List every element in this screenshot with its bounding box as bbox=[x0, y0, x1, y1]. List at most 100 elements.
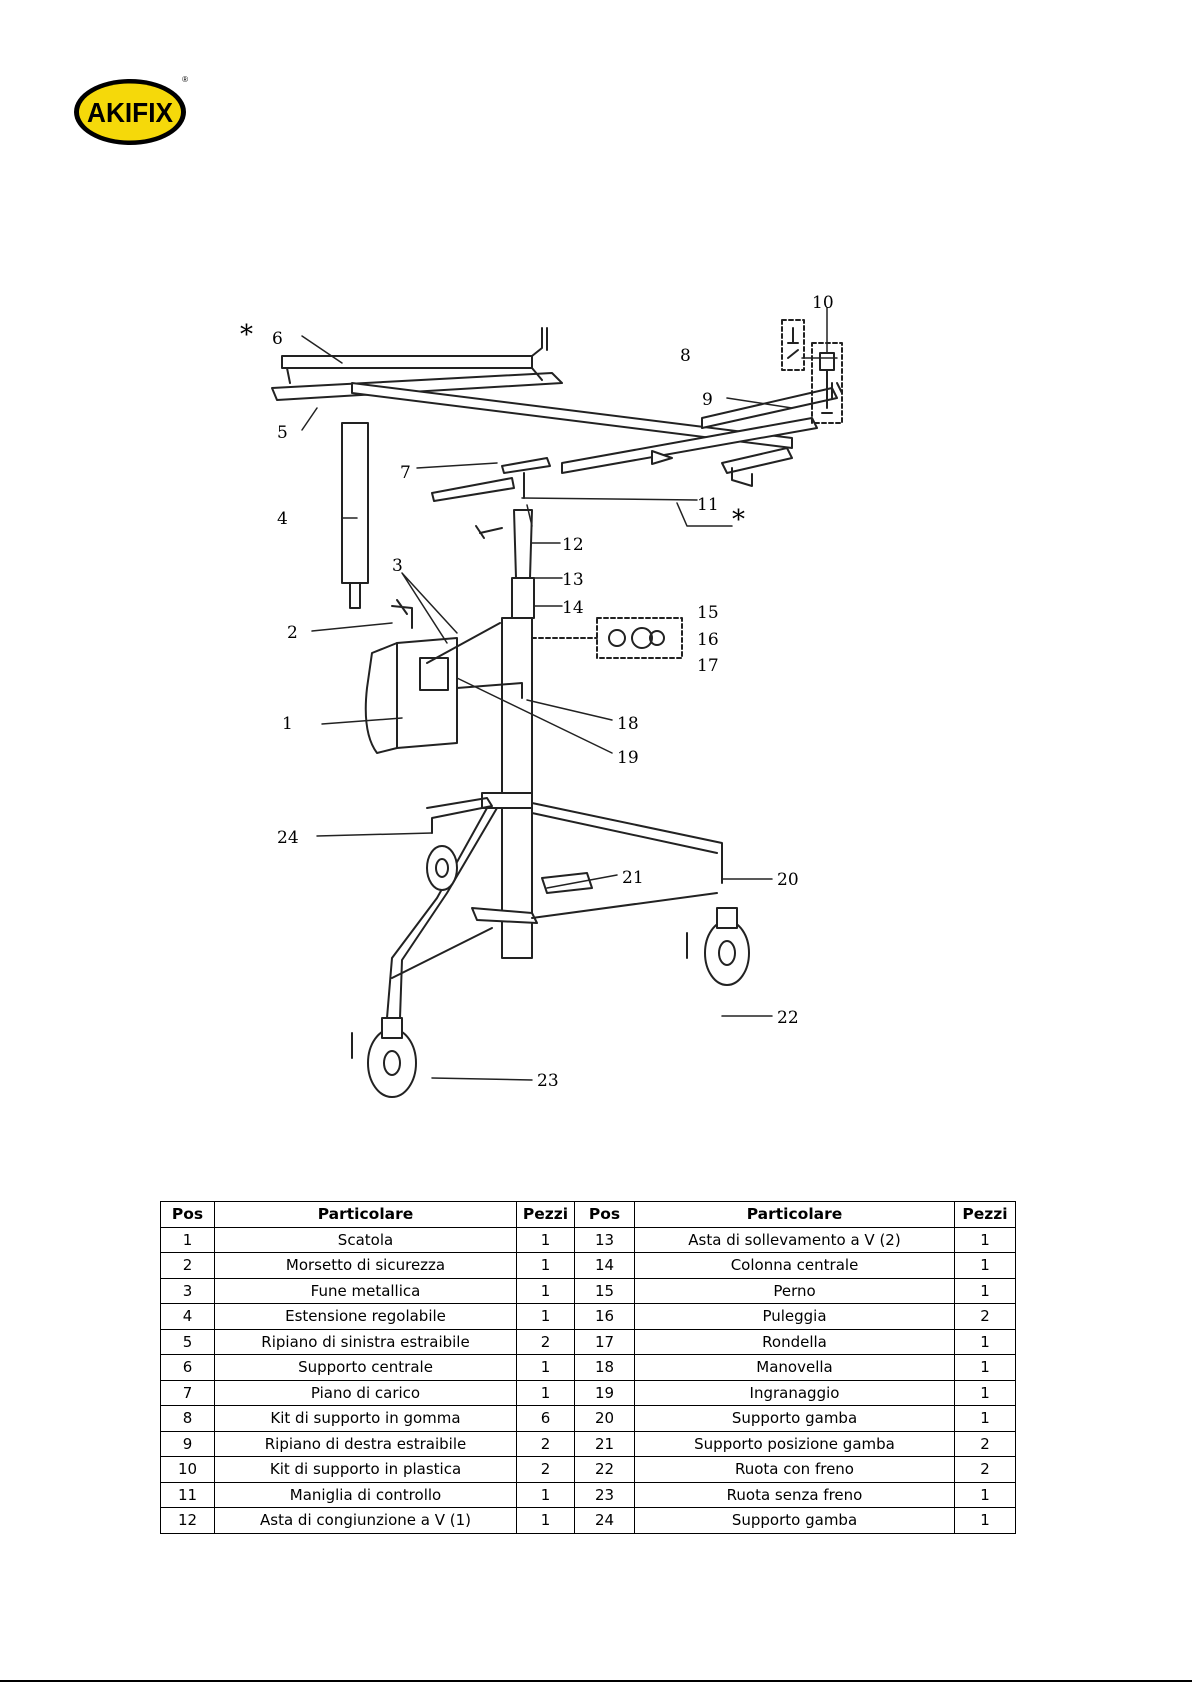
exploded-assembly-diagram: * 6 5 7 4 8 10 9 11 * 12 13 14 3 2 15 16… bbox=[240, 293, 843, 1098]
callout-3: 3 bbox=[392, 556, 403, 576]
callout-9: 9 bbox=[702, 390, 713, 410]
cell-pezzi: 2 bbox=[954, 1303, 1016, 1330]
cell-pos: 21 bbox=[574, 1430, 635, 1457]
cell-pos: 14 bbox=[574, 1252, 635, 1279]
cell-particolare: Supporto gamba bbox=[634, 1507, 955, 1534]
cell-pezzi: 1 bbox=[954, 1354, 1016, 1381]
cell-pos: 5 bbox=[160, 1328, 215, 1355]
callout-10: 10 bbox=[812, 293, 834, 313]
base-legs bbox=[386, 792, 723, 1019]
cell-pezzi: 1 bbox=[954, 1379, 1016, 1406]
callout-15: 15 bbox=[697, 603, 719, 623]
cell-pos: 19 bbox=[574, 1379, 635, 1406]
cell-pos: 24 bbox=[574, 1507, 635, 1534]
callout-13: 13 bbox=[562, 570, 584, 590]
cell-particolare: Supporto centrale bbox=[214, 1354, 517, 1381]
control-handle bbox=[431, 457, 551, 502]
cell-particolare: Puleggia bbox=[634, 1303, 955, 1330]
winch-box bbox=[364, 599, 683, 754]
adjustable-extension bbox=[341, 422, 369, 609]
cell-particolare: Ingranaggio bbox=[634, 1379, 955, 1406]
cell-pezzi: 1 bbox=[954, 1481, 1016, 1508]
cell-particolare: Perno bbox=[634, 1277, 955, 1304]
cell-particolare: Maniglia di controllo bbox=[214, 1481, 517, 1508]
cell-particolare: Fune metallica bbox=[214, 1277, 517, 1304]
cell-particolare: Supporto posizione gamba bbox=[634, 1430, 955, 1457]
cell-pezzi: 6 bbox=[516, 1405, 575, 1432]
cell-pezzi: 1 bbox=[954, 1507, 1016, 1534]
callout-8: 8 bbox=[680, 346, 691, 366]
callout-14: 14 bbox=[562, 598, 584, 618]
cell-particolare: Ruota con freno bbox=[634, 1456, 955, 1483]
header-pos: Pos bbox=[160, 1201, 215, 1228]
cell-pezzi: 1 bbox=[516, 1226, 575, 1253]
akifix-logo: AKIFIX ® bbox=[74, 75, 188, 145]
cell-particolare: Piano di carico bbox=[214, 1379, 517, 1406]
callout-11: 11 bbox=[697, 495, 719, 515]
cell-pos: 8 bbox=[160, 1405, 215, 1432]
cell-pos: 16 bbox=[574, 1303, 635, 1330]
cell-pos: 4 bbox=[160, 1303, 215, 1330]
table-header-row: Pos Particolare Pezzi Pos Particolare Pe… bbox=[160, 1201, 1016, 1228]
cell-pezzi: 1 bbox=[516, 1303, 575, 1330]
cell-particolare: Asta di sollevamento a V (2) bbox=[634, 1226, 955, 1253]
cell-pezzi: 2 bbox=[516, 1456, 575, 1483]
cell-pos: 20 bbox=[574, 1405, 635, 1432]
callout-23: 23 bbox=[537, 1071, 559, 1091]
callout-2: 2 bbox=[287, 623, 298, 643]
callout-17: 17 bbox=[697, 656, 719, 676]
cell-pos: 2 bbox=[160, 1252, 215, 1279]
cell-pezzi: 1 bbox=[516, 1507, 575, 1534]
cell-particolare: Morsetto di sicurezza bbox=[214, 1252, 517, 1279]
central-column bbox=[475, 509, 535, 959]
callout-4: 4 bbox=[277, 509, 288, 529]
cell-pezzi: 1 bbox=[516, 1277, 575, 1304]
header-particolare: Particolare bbox=[634, 1201, 955, 1228]
cell-pos: 15 bbox=[574, 1277, 635, 1304]
cell-particolare: Manovella bbox=[634, 1354, 955, 1381]
cell-pos: 6 bbox=[160, 1354, 215, 1381]
cell-particolare: Ruota senza freno bbox=[634, 1481, 955, 1508]
cell-particolare: Kit di supporto in gomma bbox=[214, 1405, 517, 1432]
cell-pezzi: 2 bbox=[954, 1430, 1016, 1457]
callout-leaders bbox=[301, 307, 838, 1081]
cell-pos: 23 bbox=[574, 1481, 635, 1508]
cell-pezzi: 1 bbox=[516, 1354, 575, 1381]
cell-pezzi: 1 bbox=[954, 1252, 1016, 1279]
cell-pezzi: 1 bbox=[954, 1328, 1016, 1355]
callout-7: 7 bbox=[400, 463, 411, 483]
cell-pos: 3 bbox=[160, 1277, 215, 1304]
cell-pezzi: 1 bbox=[954, 1226, 1016, 1253]
callout-6: 6 bbox=[272, 329, 283, 349]
registered-mark: ® bbox=[182, 75, 188, 84]
top-frame bbox=[271, 327, 843, 487]
callout-1: 1 bbox=[282, 714, 293, 734]
header-particolare: Particolare bbox=[214, 1201, 517, 1228]
cell-pezzi: 2 bbox=[516, 1328, 575, 1355]
cell-pos: 18 bbox=[574, 1354, 635, 1381]
cell-pos: 9 bbox=[160, 1430, 215, 1457]
cell-pos: 7 bbox=[160, 1379, 215, 1406]
bottom-rule bbox=[0, 1680, 1192, 1682]
callout-19: 19 bbox=[617, 748, 639, 768]
cell-particolare: Rondella bbox=[634, 1328, 955, 1355]
note-mark-right: * bbox=[732, 505, 745, 535]
cell-particolare: Scatola bbox=[214, 1226, 517, 1253]
cell-pos: 17 bbox=[574, 1328, 635, 1355]
cell-pezzi: 1 bbox=[516, 1252, 575, 1279]
callout-20: 20 bbox=[777, 870, 799, 890]
cell-particolare: Ripiano di destra estraibile bbox=[214, 1430, 517, 1457]
cell-particolare: Kit di supporto in plastica bbox=[214, 1456, 517, 1483]
cell-pezzi: 1 bbox=[516, 1379, 575, 1406]
parts-table: Pos Particolare Pezzi Pos Particolare Pe… bbox=[160, 1201, 1016, 1534]
callout-21: 21 bbox=[622, 868, 644, 888]
header-pezzi: Pezzi bbox=[516, 1201, 575, 1228]
